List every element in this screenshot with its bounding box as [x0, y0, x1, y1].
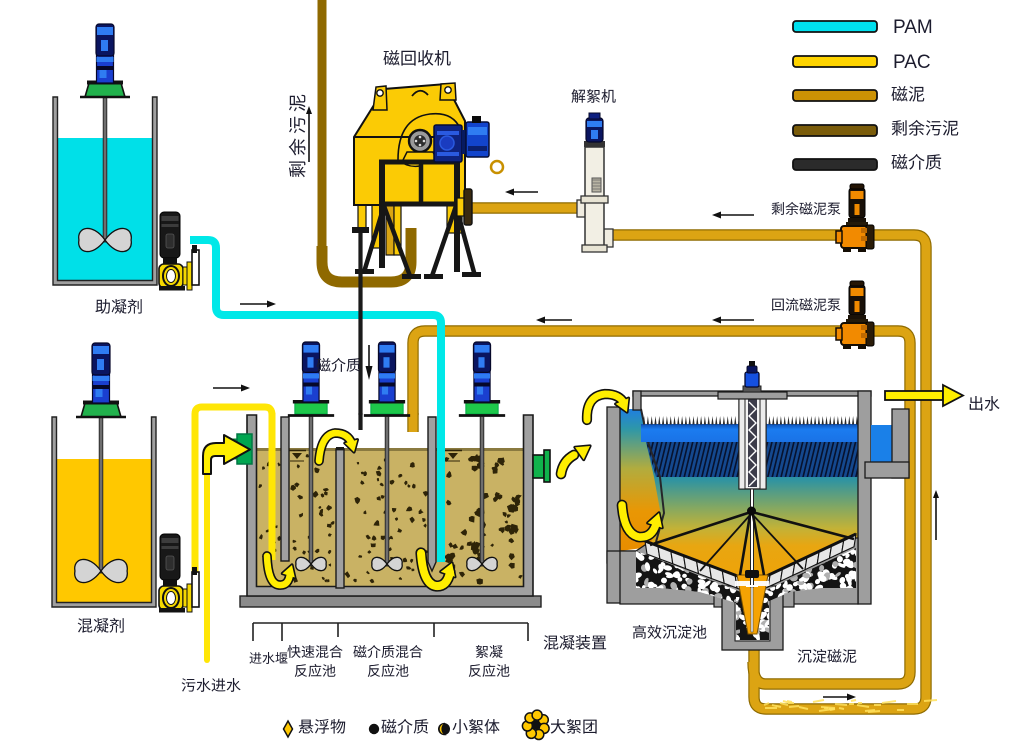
svg-text:PAM: PAM — [893, 17, 933, 38]
svg-text:PAC: PAC — [893, 52, 931, 73]
